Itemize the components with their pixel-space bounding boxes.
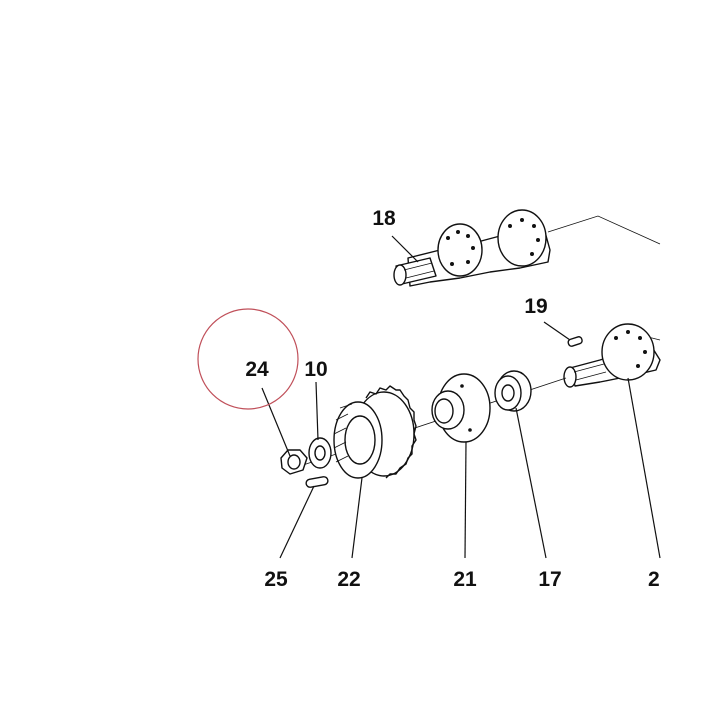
callout-24: 24 [245, 358, 269, 381]
hub-bore [434, 398, 454, 424]
gear-22 [333, 385, 417, 479]
key-19 [567, 336, 583, 347]
tooth-line [333, 441, 347, 449]
leader-24 [261, 387, 291, 457]
gear-bore [344, 415, 376, 465]
gear-teeth [365, 385, 417, 479]
bolt-hole [532, 224, 536, 228]
bolt-hole [466, 260, 470, 264]
leader-17 [515, 407, 547, 559]
spline-line [405, 270, 435, 279]
spline-line [573, 363, 605, 373]
bolt-hole [626, 330, 630, 334]
bolt-hole [466, 234, 470, 238]
bolt-hole [446, 236, 450, 240]
shaft-outline-line [547, 215, 661, 245]
bolt-hole [530, 252, 534, 256]
camshaft-lower [563, 323, 661, 388]
spacer-17 [494, 370, 532, 412]
bolt-hole [536, 238, 540, 242]
leader-21 [464, 441, 467, 559]
nut-hole [287, 454, 301, 470]
leader-10 [315, 381, 319, 441]
pin-25 [305, 476, 329, 488]
washer-outer [308, 437, 332, 469]
spacer-face [494, 375, 522, 411]
callout-25: 25 [264, 568, 288, 591]
hub-boss [431, 390, 465, 430]
callout-2: 2 [648, 568, 660, 591]
bolt-hole [643, 350, 647, 354]
spline-line [575, 371, 607, 381]
bolt-hole [471, 246, 475, 250]
washer-10 [308, 437, 332, 469]
callout-22: 22 [337, 568, 360, 591]
callout-17: 17 [538, 568, 561, 591]
upper-flange-left [437, 223, 483, 277]
highlight-circle [197, 308, 299, 410]
leader-22 [351, 477, 363, 559]
bolt-hole [468, 428, 472, 432]
bolt-hole [638, 336, 642, 340]
tooth-line [335, 455, 349, 463]
nut-body [280, 449, 308, 475]
callout-18: 18 [372, 207, 396, 230]
leader-19 [543, 321, 571, 341]
nut-24 [280, 449, 308, 475]
leader-25 [279, 485, 315, 559]
bolt-hole [508, 224, 512, 228]
callout-10: 10 [304, 358, 327, 381]
tooth-line [339, 403, 353, 409]
callout-19: 19 [524, 295, 547, 318]
bolt-hole [614, 336, 618, 340]
callout-21: 21 [453, 568, 477, 591]
bolt-hole [456, 230, 460, 234]
tooth-line [333, 427, 347, 435]
leader-2 [627, 377, 661, 559]
washer-hole [314, 445, 326, 461]
lower-shaft-end [563, 366, 577, 388]
bolt-hole [450, 262, 454, 266]
upper-shaft-end [393, 264, 407, 286]
tooth-line [335, 413, 349, 421]
bolt-hole [636, 364, 640, 368]
hub-21 [431, 373, 491, 443]
spline-line [403, 262, 433, 271]
bolt-hole [460, 384, 464, 388]
camshaft-upper [393, 209, 661, 287]
leader-18 [391, 235, 419, 263]
spacer-bore [501, 384, 515, 402]
bolt-hole [520, 218, 524, 222]
